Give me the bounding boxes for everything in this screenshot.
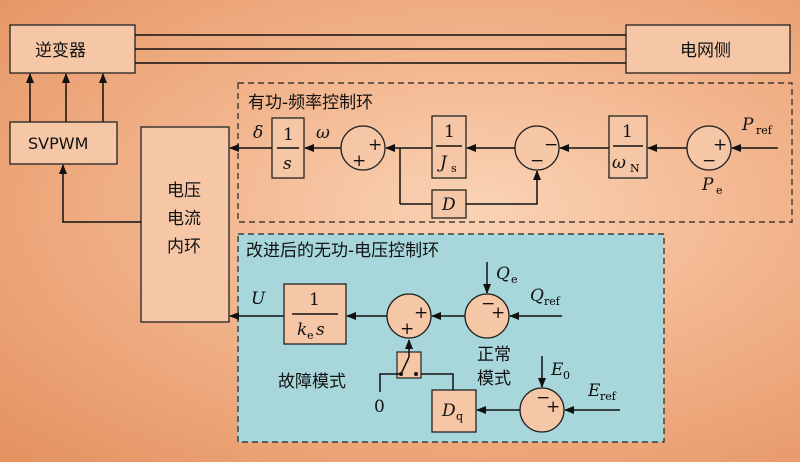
inverter-block — [9, 24, 136, 74]
svg-text:+: + — [400, 319, 414, 339]
active-power-loop-title: 有功-频率控制环 — [248, 93, 373, 113]
svg-text:+: + — [368, 135, 382, 155]
e-ref-sub: ref — [600, 390, 617, 403]
p-e-sub: e — [716, 184, 723, 197]
svg-text:−: − — [530, 151, 544, 171]
zero-label: 0 — [374, 397, 385, 417]
svpwm-label: SVPWM — [28, 134, 88, 153]
normal-mode-line1: 正常 — [477, 345, 511, 365]
inertia-den: J — [437, 153, 448, 173]
omegaN-den-sub: N — [630, 162, 640, 175]
omega-label: ω — [316, 123, 330, 143]
grid-side-block — [625, 24, 791, 74]
active-power-loop-panel — [237, 82, 793, 223]
p-ref-label: P — [741, 115, 754, 135]
svg-text:+: + — [414, 303, 428, 323]
svg-text:−: − — [544, 135, 558, 155]
svpwm-block — [9, 121, 118, 165]
inertia-num: 1 — [444, 122, 455, 142]
damping-label: D — [441, 195, 456, 215]
q-e-label: Q — [496, 264, 510, 284]
voltage-gain-den-sub: e — [307, 329, 314, 342]
inner-loop-to-svpwm-wire — [59, 164, 141, 223]
voltage-gain-num: 1 — [309, 290, 320, 310]
u-label: U — [251, 289, 266, 309]
omegaN-num: 1 — [622, 122, 633, 142]
svg-text:+: + — [491, 303, 505, 323]
inverter-label: 逆变器 — [35, 41, 86, 61]
inner-loop-label-1: 电压 — [167, 181, 201, 201]
svpwm-to-inverter-arrows — [26, 73, 107, 122]
dq-block — [431, 389, 477, 433]
grid-side-label: 电网侧 — [680, 41, 731, 61]
voltage-gain-den-s: s — [316, 320, 325, 340]
integrator-num: 1 — [283, 125, 294, 145]
dq-label: D — [441, 401, 456, 421]
q-ref-sub: ref — [544, 295, 561, 308]
delta-label: δ — [253, 123, 263, 143]
fault-mode-label: 故障模式 — [278, 372, 346, 392]
integrator-den: s — [283, 154, 292, 174]
omegaN-den: ω — [612, 153, 626, 173]
inner-loop-label-2: 电流 — [167, 209, 201, 229]
svg-text:−: − — [702, 151, 716, 171]
inner-loop-block — [140, 126, 230, 323]
p-ref-sub: ref — [756, 124, 773, 137]
three-phase-lines — [135, 34, 626, 64]
e-ref-label: E — [587, 381, 601, 401]
svg-text:+: + — [713, 135, 727, 155]
normal-mode-line2: 模式 — [477, 369, 511, 389]
voltage-gain-den-k: k — [297, 320, 307, 340]
inertia-den-sub: s — [451, 162, 457, 175]
omegaN-block — [608, 115, 648, 179]
e0-label: E — [550, 360, 564, 380]
q-ref-label: Q — [530, 286, 544, 306]
reactive-power-loop-title: 改进后的无功-电压控制环 — [246, 241, 439, 261]
svg-text:−: − — [536, 388, 550, 408]
svg-text:+: + — [546, 397, 560, 417]
svg-text:−: − — [481, 294, 495, 314]
inertia-block — [431, 115, 467, 179]
inner-loop-label-3: 内环 — [167, 237, 201, 257]
e0-sub: 0 — [563, 369, 570, 382]
dq-sub: q — [456, 410, 463, 423]
q-e-sub: e — [511, 273, 518, 286]
p-e-label: P — [701, 175, 714, 195]
svg-text:+: + — [352, 151, 366, 171]
